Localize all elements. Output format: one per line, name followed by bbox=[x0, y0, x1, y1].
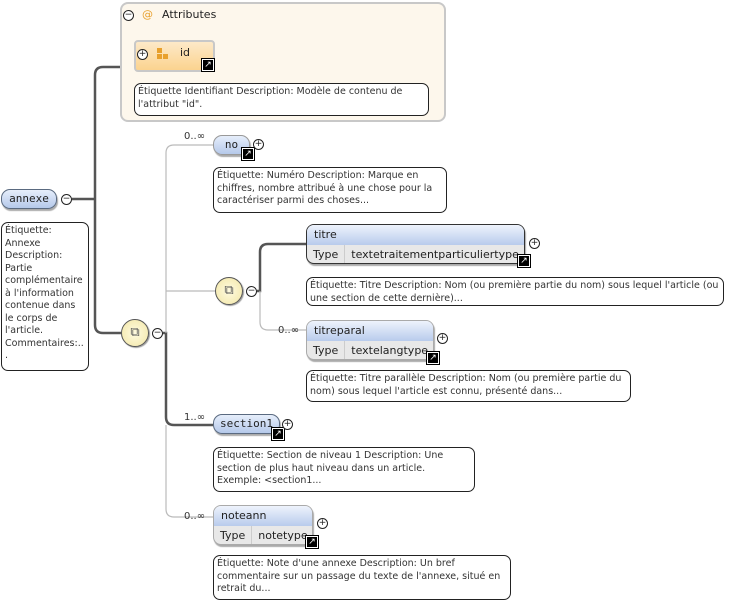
attribute-at-icon: @ bbox=[142, 8, 153, 21]
cardinality: 0..∞ bbox=[184, 511, 206, 522]
titreparal-annotation: Étiquette: Titre parallèle Description: … bbox=[306, 370, 631, 402]
expand-icon[interactable]: + bbox=[137, 49, 148, 60]
cardinality: 0..∞ bbox=[184, 131, 206, 142]
type-value: notetype bbox=[258, 529, 308, 542]
expand-icon[interactable]: + bbox=[437, 333, 448, 344]
section1-annotation: Étiquette: Section de niveau 1 Descripti… bbox=[213, 447, 475, 492]
no-annotation: Étiquette: Numéro Description: Marque en… bbox=[213, 167, 447, 213]
element-titre[interactable]: titre Type textetraitementparticuliertype bbox=[306, 224, 525, 264]
noteann-annotation: Étiquette: Note d'une annexe Description… bbox=[213, 555, 511, 600]
element-section1[interactable]: section1 bbox=[213, 414, 280, 434]
link-icon[interactable]: ↗ bbox=[305, 535, 319, 549]
expand-icon[interactable]: + bbox=[317, 518, 328, 529]
expand-icon[interactable]: + bbox=[253, 139, 264, 150]
element-noteann[interactable]: noteann Type notetype bbox=[213, 505, 313, 545]
element-no[interactable]: no bbox=[213, 135, 250, 155]
expand-icon[interactable]: + bbox=[529, 238, 540, 249]
collapse-icon[interactable]: − bbox=[61, 194, 72, 205]
titre-annotation: Étiquette: Titre Description: Nom (ou pr… bbox=[306, 277, 724, 306]
link-icon[interactable]: ↗ bbox=[201, 58, 215, 72]
attribute-id-annotation: Étiquette Identifiant Description: Modèl… bbox=[134, 83, 429, 116]
collapse-icon[interactable]: − bbox=[246, 286, 257, 297]
element-annexe[interactable]: annexe bbox=[1, 189, 57, 209]
link-icon[interactable]: ↗ bbox=[426, 351, 440, 365]
element-name: titre bbox=[307, 225, 524, 245]
cardinality: 1..∞ bbox=[184, 412, 206, 423]
type-value: textetraitementparticuliertype bbox=[351, 248, 519, 261]
element-titreparal[interactable]: titreparal Type textelangtype bbox=[306, 320, 434, 360]
link-icon[interactable]: ↗ bbox=[241, 147, 255, 161]
collapse-icon[interactable]: − bbox=[123, 10, 134, 21]
attributes-title: Attributes bbox=[162, 8, 217, 21]
attribute-icon bbox=[157, 48, 169, 60]
link-icon[interactable]: ↗ bbox=[271, 427, 285, 441]
attribute-name: id bbox=[180, 46, 191, 59]
element-name: titreparal bbox=[307, 321, 433, 341]
type-label: Type bbox=[307, 245, 346, 263]
sequence-icon[interactable]: ⧉ bbox=[121, 319, 149, 347]
expand-icon[interactable]: + bbox=[282, 419, 293, 430]
collapse-icon[interactable]: − bbox=[152, 328, 163, 339]
link-icon[interactable]: ↗ bbox=[517, 254, 531, 268]
sequence-icon[interactable]: ⧉ bbox=[215, 277, 243, 305]
type-label: Type bbox=[307, 341, 346, 359]
annexe-annotation: Étiquette: Annexe Description: Partie co… bbox=[1, 222, 89, 371]
type-value: textelangtype bbox=[351, 344, 429, 357]
element-name: noteann bbox=[214, 506, 312, 526]
type-label: Type bbox=[214, 526, 253, 544]
cardinality: 0..∞ bbox=[278, 325, 300, 336]
